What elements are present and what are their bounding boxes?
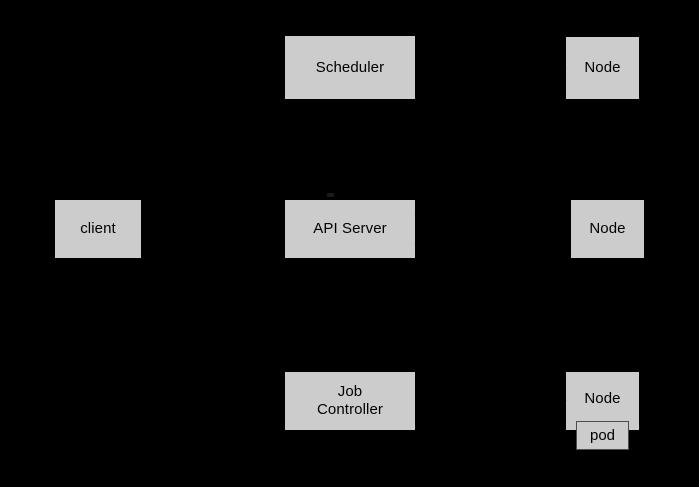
edge-api-node-bottom bbox=[414, 242, 567, 402]
node-bottom-label: Node bbox=[584, 390, 621, 407]
scheduler-box[interactable]: Scheduler bbox=[285, 36, 415, 99]
api-server-box[interactable]: API Server bbox=[285, 200, 415, 258]
pod-box[interactable]: pod bbox=[576, 421, 629, 450]
node-middle-label: Node bbox=[589, 220, 626, 238]
node-bottom-box[interactable]: Node bbox=[566, 372, 639, 430]
node-middle-box[interactable]: Node bbox=[571, 200, 644, 258]
job-controller-label: Job Controller bbox=[316, 383, 384, 418]
api-server-label: API Server bbox=[313, 220, 387, 238]
job-controller-box[interactable]: Job Controller bbox=[285, 372, 415, 430]
scheduler-label: Scheduler bbox=[315, 58, 385, 76]
node-top-box[interactable]: Node bbox=[566, 37, 639, 99]
client-box[interactable]: client bbox=[55, 200, 141, 258]
arrowhead-into-api-server bbox=[327, 193, 334, 197]
edge-api-node-top bbox=[414, 67, 567, 216]
node-top-label: Node bbox=[584, 59, 621, 77]
client-label: client bbox=[80, 220, 116, 238]
pod-label: pod bbox=[589, 427, 616, 444]
